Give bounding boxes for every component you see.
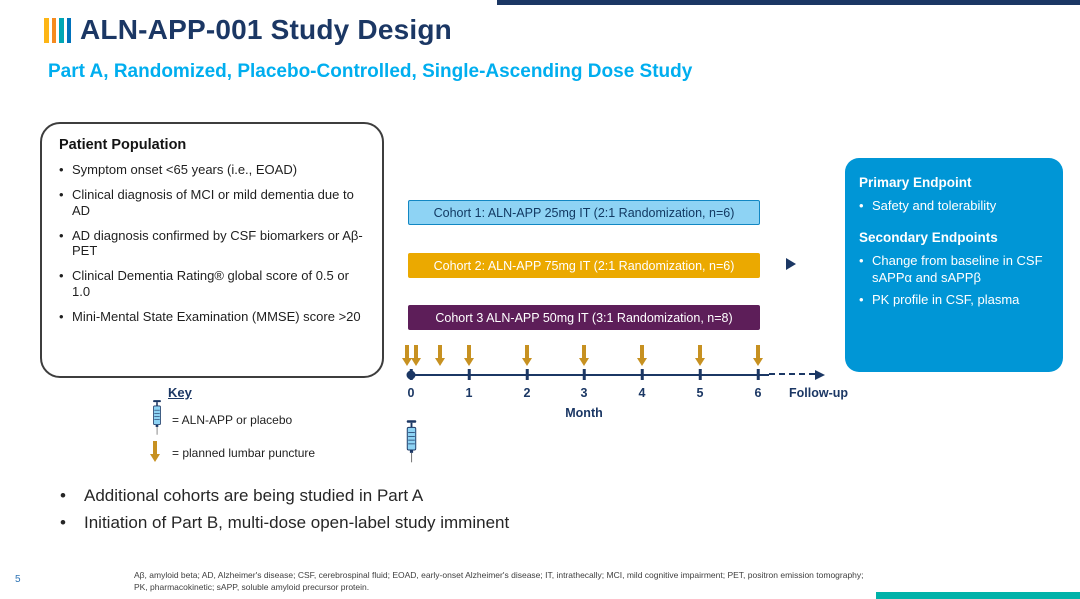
month-label: 0 — [407, 386, 415, 400]
logo-bars-icon — [44, 17, 71, 43]
lumbar-puncture-arrow-icon — [464, 345, 474, 366]
secondary-endpoint-bullet: PK profile in CSF, plasma — [859, 292, 1049, 309]
summary-bullet: Initiation of Part B, multi-dose open-la… — [58, 513, 778, 533]
primary-endpoint-heading: Primary Endpoint — [859, 175, 972, 190]
patient-population-bullet: Symptom onset <65 years (i.e., EOAD) — [59, 162, 365, 178]
key-item-label: = ALN-APP or placebo — [172, 413, 293, 427]
patient-population-list: Symptom onset <65 years (i.e., EOAD) Cli… — [59, 162, 365, 325]
footnote-line: Aβ, amyloid beta; AD, Alzheimer's diseas… — [134, 570, 864, 580]
lumbar-puncture-arrow-icon — [402, 345, 412, 366]
cohort-1-bar: Cohort 1: ALN-APP 25mg IT (2:1 Randomiza… — [408, 200, 760, 225]
timeline-tick — [698, 369, 702, 380]
lumbar-puncture-arrow-icon — [522, 345, 532, 366]
lumbar-puncture-arrow-icon — [695, 345, 705, 366]
bottom-accent-bar — [876, 592, 1080, 599]
month-label: 6 — [754, 386, 762, 400]
timeline-origin-dot — [406, 370, 416, 380]
month-label: 2 — [523, 386, 531, 400]
patient-population-bullet: Clinical diagnosis of MCI or mild dement… — [59, 187, 365, 219]
lumbar-puncture-arrow-icon — [411, 345, 421, 366]
patient-population-bullet: Clinical Dementia Rating® global score o… — [59, 268, 365, 300]
page-number: 5 — [15, 574, 21, 585]
footnote: Aβ, amyloid beta; AD, Alzheimer's diseas… — [134, 569, 974, 594]
month-label: 4 — [638, 386, 646, 400]
cohort-2-bar: Cohort 2: ALN-APP 75mg IT (2:1 Randomiza… — [408, 253, 760, 278]
lumbar-puncture-arrow-icon — [579, 345, 589, 366]
timeline-tick — [582, 369, 586, 380]
syringe-icon — [150, 400, 164, 441]
followup-label: Follow-up — [789, 386, 849, 400]
primary-endpoint-list: Safety and tolerability — [859, 198, 1049, 215]
timeline-tick — [640, 369, 644, 380]
timeline-arrowhead-icon — [815, 370, 825, 380]
timeline-tick — [525, 369, 529, 380]
cohort-3-bar: Cohort 3 ALN-APP 50mg IT (3:1 Randomizat… — [408, 305, 760, 330]
patient-population-box: Patient Population Symptom onset <65 yea… — [40, 122, 384, 378]
slide-header: ALN-APP-001 Study Design — [44, 14, 452, 46]
key-item-label: = planned lumbar puncture — [172, 446, 316, 460]
slide-subtitle: Part A, Randomized, Placebo-Controlled, … — [48, 61, 693, 82]
month-axis-label: Month — [565, 406, 603, 420]
timeline-tick — [467, 369, 471, 380]
lumbar-puncture-arrow-icon — [637, 345, 647, 366]
summary-bullet: Additional cohorts are being studied in … — [58, 486, 778, 506]
gold-down-arrow-icon — [153, 441, 157, 459]
endpoints-box: Primary Endpoint Safety and tolerability… — [845, 158, 1063, 372]
timeline-dashed-line — [769, 373, 815, 375]
primary-endpoint-bullet: Safety and tolerability — [859, 198, 1049, 215]
secondary-endpoint-bullet: Change from baseline in CSF sAPPα and sA… — [859, 253, 1049, 286]
timeline-axis — [410, 374, 769, 376]
lumbar-puncture-arrow-icon — [435, 345, 445, 366]
lumbar-puncture-arrow-icon — [753, 345, 763, 366]
right-triangle-icon — [786, 258, 796, 270]
month-label: 1 — [465, 386, 473, 400]
top-accent-bar — [497, 0, 1080, 5]
slide-title: ALN-APP-001 Study Design — [80, 14, 452, 45]
secondary-endpoints-list: Change from baseline in CSF sAPPα and sA… — [859, 253, 1049, 308]
timeline-tick — [756, 369, 760, 380]
month-label: 3 — [580, 386, 588, 400]
patient-population-bullet: AD diagnosis confirmed by CSF biomarkers… — [59, 228, 365, 260]
patient-population-heading: Patient Population — [59, 137, 187, 153]
syringe-icon — [403, 420, 420, 469]
key-heading: Key — [168, 385, 192, 400]
secondary-endpoints-heading: Secondary Endpoints — [859, 230, 998, 246]
month-label: 5 — [696, 386, 704, 400]
summary-list: Additional cohorts are being studied in … — [58, 486, 778, 540]
patient-population-bullet: Mini-Mental State Examination (MMSE) sco… — [59, 309, 365, 325]
footnote-line: PK, pharmacokinetic; sAPP, soluble amylo… — [134, 582, 370, 593]
